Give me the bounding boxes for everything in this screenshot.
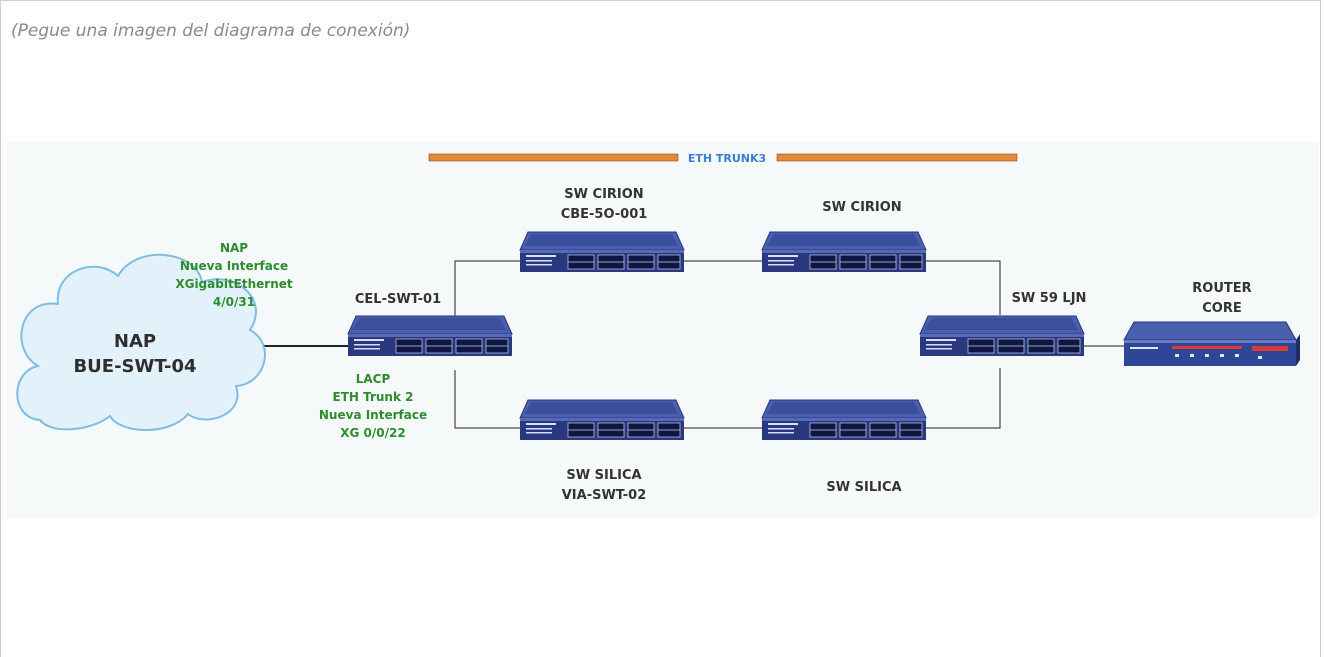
link-cirion2-sw59	[924, 260, 1001, 315]
link-silica2-sw59	[924, 368, 1001, 429]
switch-silica1-label1: SW SILICA	[566, 468, 641, 483]
lacp-annotation-line2: ETH Trunk 2	[333, 390, 414, 404]
switch-cirion1-label1: SW CIRION	[564, 187, 643, 202]
switch-silica-via-icon[interactable]	[519, 399, 685, 441]
nap-annotation-line2: Nueva Interface	[180, 259, 288, 273]
router-label1: ROUTER	[1192, 281, 1251, 296]
switch-sw59-label: SW 59 LJN	[1012, 291, 1087, 306]
paste-instruction: (Pegue una imagen del diagrama de conexi…	[11, 21, 411, 41]
link-cel-cirion1	[454, 260, 520, 318]
switch-silica1-label2: VIA-SWT-02	[562, 488, 647, 503]
switch-silica-icon[interactable]	[761, 399, 927, 441]
switch-cirion1-label2: CBE-5O-001	[561, 207, 648, 222]
lacp-annotation-line3: Nueva Interface	[319, 408, 427, 422]
switch-cirion-cbe-icon[interactable]	[519, 231, 685, 273]
cloud-label-line2: BUE-SWT-04	[73, 356, 196, 377]
switch-sw59-ljn-icon[interactable]	[919, 315, 1085, 357]
router-label2: CORE	[1202, 301, 1241, 316]
nap-annotation-line4: 4/0/31	[213, 295, 255, 309]
eth-trunk3-bar	[428, 153, 1018, 162]
cloud-label-line1: NAP	[114, 331, 156, 352]
lacp-annotation-line1: LACP	[356, 372, 391, 386]
eth-trunk3-label: ETH TRUNK3	[688, 152, 766, 165]
switch-cirion2-label: SW CIRION	[822, 200, 901, 215]
router-core-icon[interactable]	[1123, 321, 1300, 366]
switch-silica2-label: SW SILICA	[826, 480, 901, 495]
lacp-annotation-line4: XG 0/0/22	[340, 426, 405, 440]
link-cel-silica1	[454, 370, 520, 429]
network-links	[255, 260, 1124, 429]
switch-cel-label: CEL-SWT-01	[355, 292, 441, 307]
nap-annotation-line3: XGigabitEthernet	[175, 277, 293, 291]
nap-annotation-line1: NAP	[220, 241, 248, 255]
switch-cel-swt-01-icon[interactable]	[347, 315, 513, 357]
cloud-icon	[16, 253, 266, 431]
switch-cirion-icon[interactable]	[761, 231, 927, 273]
